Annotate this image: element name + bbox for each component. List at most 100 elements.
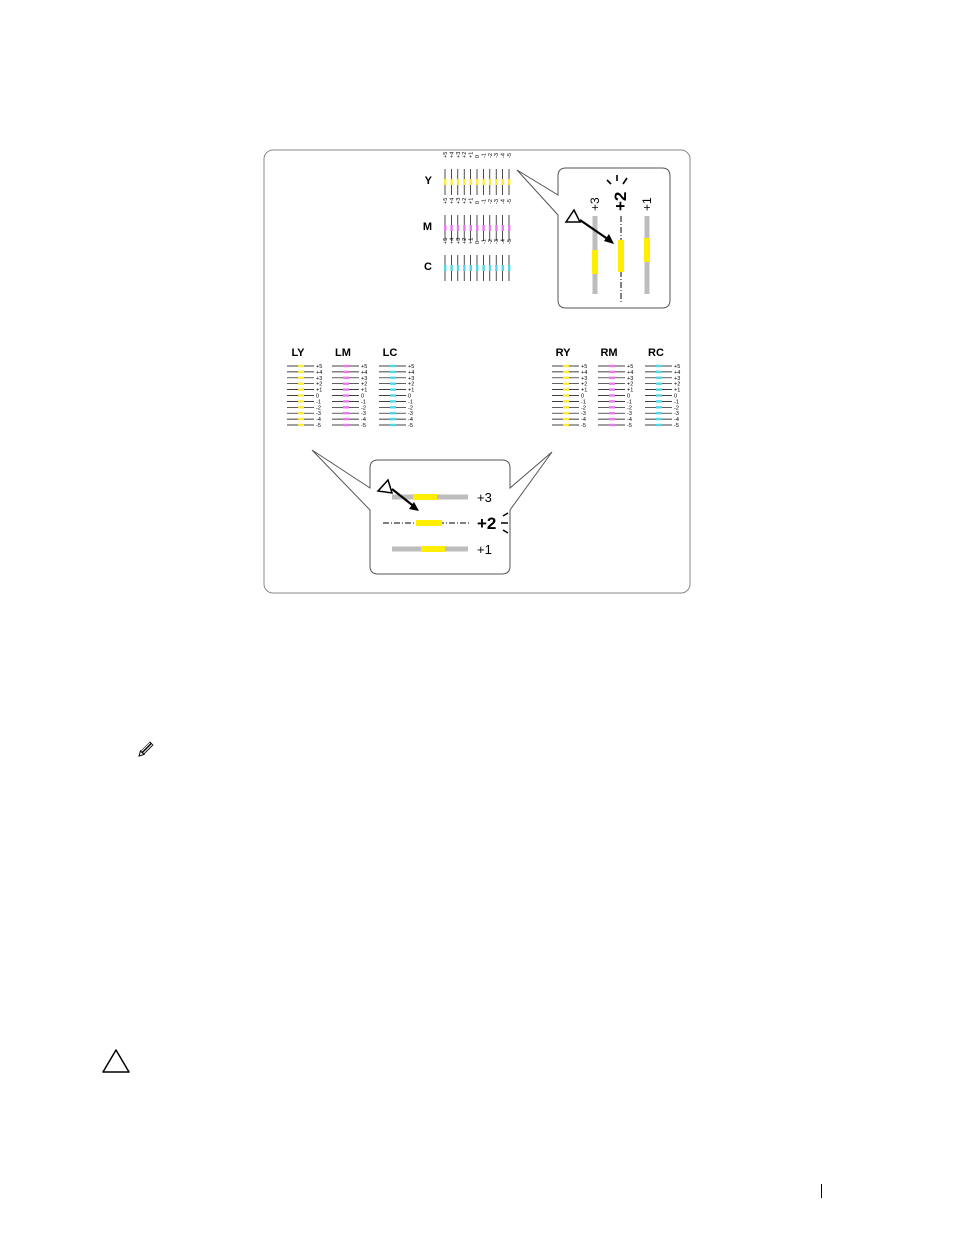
pattern-color-mark [563, 382, 569, 385]
scale-label: +4 [449, 152, 455, 158]
callout-color-bar [644, 238, 650, 262]
pattern-color-mark [609, 400, 615, 403]
scale-label: -5 [507, 199, 513, 204]
pattern-color-mark [298, 406, 304, 409]
arrowhead-icon [604, 234, 614, 244]
pattern-color-mark [563, 376, 569, 379]
scale-label: -2 [581, 405, 586, 411]
pattern-color-mark [656, 364, 662, 368]
pattern-color-mark [456, 265, 460, 271]
pattern-color-mark [343, 406, 349, 409]
pattern-color-mark [501, 225, 504, 231]
scale-label: +3 [674, 376, 680, 382]
scale-label: -2 [488, 239, 494, 244]
scale-label: +3 [581, 376, 587, 382]
scale-label: -2 [316, 405, 321, 411]
pattern-color-mark [563, 406, 569, 409]
pattern-color-mark [609, 412, 615, 415]
scale-label: -3 [581, 411, 586, 417]
scale-label: 0 [475, 241, 481, 244]
pattern-color-mark [298, 376, 304, 379]
callout-color-bar [421, 546, 445, 552]
scale-label: 0 [475, 201, 481, 204]
scale-label: -5 [361, 423, 366, 429]
pattern-color-mark [609, 406, 615, 409]
arrowhead-icon [409, 502, 419, 511]
pattern-color-mark [450, 265, 453, 271]
scale-label: +2 [627, 382, 633, 388]
pattern-color-mark [656, 376, 662, 379]
scale-label: +5 [674, 364, 680, 370]
scale-label: -2 [627, 405, 632, 411]
pattern-color-mark [343, 394, 349, 397]
scale-label: 0 [408, 394, 411, 400]
callout-color-bar [416, 520, 442, 526]
pattern-color-mark [656, 382, 662, 385]
scale-label: -5 [581, 423, 586, 429]
pattern-color-mark [298, 364, 304, 368]
pattern-color-mark [656, 423, 662, 427]
callout-label: +1 [477, 542, 492, 557]
pattern-color-mark [298, 423, 304, 427]
pattern-label: LC [383, 347, 398, 359]
scale-label: +3 [408, 376, 414, 382]
pattern-color-mark [488, 265, 492, 271]
pattern-color-mark [501, 265, 504, 271]
pattern-color-mark [501, 179, 504, 185]
pattern-color-mark [463, 179, 466, 185]
pattern-color-mark [390, 382, 396, 385]
scale-label: -5 [507, 153, 513, 158]
scale-label: +5 [408, 364, 414, 370]
pattern-color-mark [469, 265, 472, 271]
scale-label: +3 [627, 376, 633, 382]
pattern-color-mark [469, 179, 472, 185]
scale-label: -1 [674, 399, 679, 405]
scale-label: 0 [361, 394, 364, 400]
pencil-note-icon [135, 738, 157, 760]
scale-label: -3 [494, 199, 500, 204]
scale-label: +2 [581, 382, 587, 388]
pattern-label: M [423, 221, 432, 233]
scale-label: +1 [316, 388, 322, 394]
scale-label: +4 [627, 370, 633, 376]
scale-label: +1 [627, 388, 633, 394]
callout-label: +3 [477, 490, 492, 505]
bottom-callout-bubble [311, 449, 553, 575]
pattern-color-mark [390, 394, 396, 397]
pattern-color-mark [343, 382, 349, 385]
pattern-color-mark [450, 225, 453, 231]
pattern-color-mark [563, 370, 569, 374]
scale-label: +3 [361, 376, 367, 382]
scale-label: +1 [581, 388, 587, 394]
pattern-color-mark [495, 265, 498, 271]
page-number-separator [821, 1184, 822, 1198]
scale-label: -2 [408, 405, 413, 411]
pattern-color-mark [495, 225, 498, 231]
scale-label: +5 [443, 152, 449, 158]
pattern-color-mark [390, 412, 396, 415]
scale-label: -5 [507, 239, 513, 244]
pattern-color-mark [343, 370, 349, 374]
scale-label: 0 [674, 394, 677, 400]
pattern-color-mark [343, 364, 349, 368]
pattern-color-mark [469, 225, 472, 231]
pattern-color-mark [343, 388, 349, 391]
scale-label: 0 [475, 155, 481, 158]
pattern-color-mark [656, 406, 662, 409]
scale-label: +5 [443, 198, 449, 204]
pattern-color-mark [390, 423, 396, 427]
scale-label: +5 [361, 364, 367, 370]
scale-label: -4 [501, 239, 507, 244]
pattern-color-mark [563, 412, 569, 415]
pattern-color-mark [609, 364, 615, 368]
callout-label: +2 [477, 514, 496, 533]
pattern-color-mark [390, 417, 396, 421]
caution-triangle-icon [102, 1049, 130, 1073]
pattern-color-mark [456, 225, 460, 231]
pattern-color-mark [390, 406, 396, 409]
pattern-color-mark [298, 394, 304, 397]
pattern-label: C [424, 261, 432, 273]
pattern-color-mark [444, 179, 447, 185]
pattern-color-mark [298, 400, 304, 403]
